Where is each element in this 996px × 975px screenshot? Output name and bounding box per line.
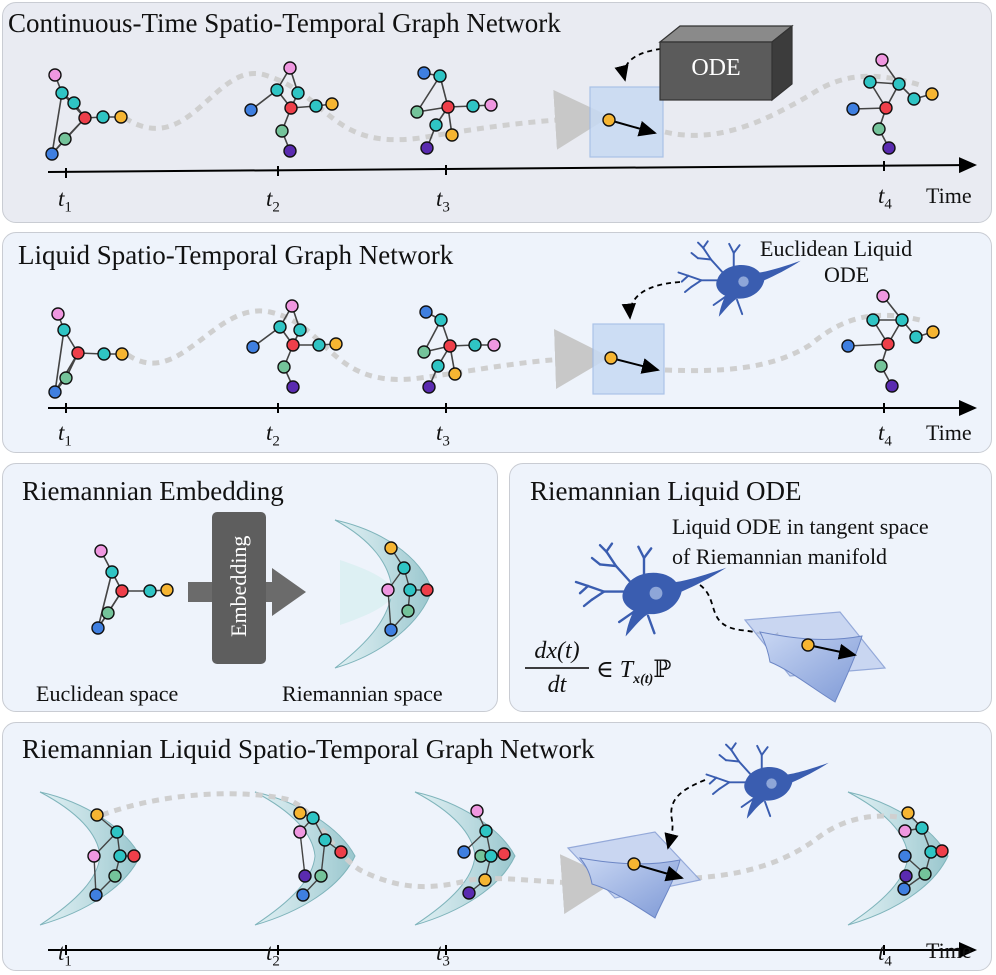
ode-arrow-1 [614,47,671,82]
tick-var: t [58,420,65,445]
tick-t4-p5: t4 [878,940,892,971]
title-riemannian-liquid-stgn: Riemannian Liquid Spatio-Temporal Graph … [22,734,595,764]
tick-sub: 3 [442,953,450,970]
embedding-block [212,512,266,664]
tick-var: t [436,420,443,445]
tick-t2-p5: t2 [266,940,280,971]
title-continuous-time-stgn: Continuous-Time Spatio-Temporal Graph Ne… [8,8,561,38]
neuron-icon-3 [705,742,830,820]
title-liquid-stgn: Liquid Spatio-Temporal Graph Network [18,240,454,270]
rlode-desc-line1: Liquid ODE in tangent space [672,514,929,539]
tick-sub: 3 [442,199,450,216]
title-riemannian-embedding: Riemannian Embedding [22,476,284,506]
title-riemannian-liquid-ode: Riemannian Liquid ODE [530,476,802,506]
tick-t2-p1: t2 [266,186,280,217]
tick-t1-p5: t1 [58,940,72,971]
tick-var: t [58,940,65,965]
tick-t1-p2: t1 [58,420,72,451]
state-box-2 [592,323,665,395]
trajectory-5b [694,813,906,881]
panel-continuous-time-stgn [2,2,992,223]
tick-var: t [436,186,443,211]
tick-t4-p1: t4 [878,183,892,214]
tick-t3-p5: t3 [436,940,450,971]
state-box-1 [589,86,664,158]
tick-var: t [878,940,885,965]
trajectory-2a [126,308,610,389]
tick-sub: 1 [64,953,72,970]
tick-var: t [266,186,273,211]
tick-t3-p2: t3 [436,420,450,451]
time-label-2: Time [926,420,972,445]
tick-var: t [436,940,443,965]
trajectory-5a [101,791,617,915]
ode-arrow-3 [699,584,781,650]
riemannian-space-caption: Riemannian space [282,681,443,706]
tick-sub: 2 [272,433,280,450]
tick-sub: 4 [884,196,892,213]
time-label-1: Time [926,183,972,208]
ode-box-label: ODE [691,55,741,81]
neuron-label-line1: Euclidean Liquid [760,236,913,261]
ode-box [658,24,794,102]
tick-sub: 4 [884,953,892,970]
tick-t3-p1: t3 [436,186,450,217]
manifold-embed [334,519,433,669]
ode-arrow-2 [621,281,681,320]
time-label-5: Time [926,938,972,963]
equation-numerator: dx(t) [534,638,580,664]
tick-var: t [266,420,273,445]
manifold-t4 [847,791,949,926]
tick-var: t [878,420,885,445]
tick-t1-p1: t1 [58,186,72,217]
tick-t2-p2: t2 [266,420,280,451]
euclidean-space-caption: Euclidean space [36,681,179,706]
tick-sub: 1 [64,433,72,450]
timeline-axis-1 [47,157,977,178]
tick-sub: 2 [272,199,280,216]
equation-rhs-subscript: x(t) [633,671,654,687]
tick-sub: 2 [272,953,280,970]
tick-var: t [58,186,65,211]
equation-rhs: ∈ Tx(t)ℙ [596,655,671,688]
tick-sub: 1 [64,199,72,216]
embedding-label: Embedding [226,535,251,637]
rlode-desc-line2: of Riemannian manifold [672,544,888,569]
timeline-axis-5 [48,942,977,958]
tangent-manifold-2 [566,831,702,919]
equation-denominator: dt [547,672,567,698]
tick-sub: 3 [442,433,450,450]
ode-arrow-4 [664,779,706,850]
tick-t4-p2: t4 [878,420,892,451]
equation-rhs-space: ℙ [653,657,672,683]
tick-var: t [266,940,273,965]
tick-var: t [878,183,885,208]
equation-rhs-symbol: ∈ T [596,657,634,683]
neuron-label-line2: ODE [824,262,870,287]
timeline-axis-2 [48,400,977,416]
tick-sub: 4 [884,433,892,450]
trajectory-1b [664,73,921,138]
trajectory-1a [123,70,610,150]
tangent-manifold-1 [743,611,887,703]
